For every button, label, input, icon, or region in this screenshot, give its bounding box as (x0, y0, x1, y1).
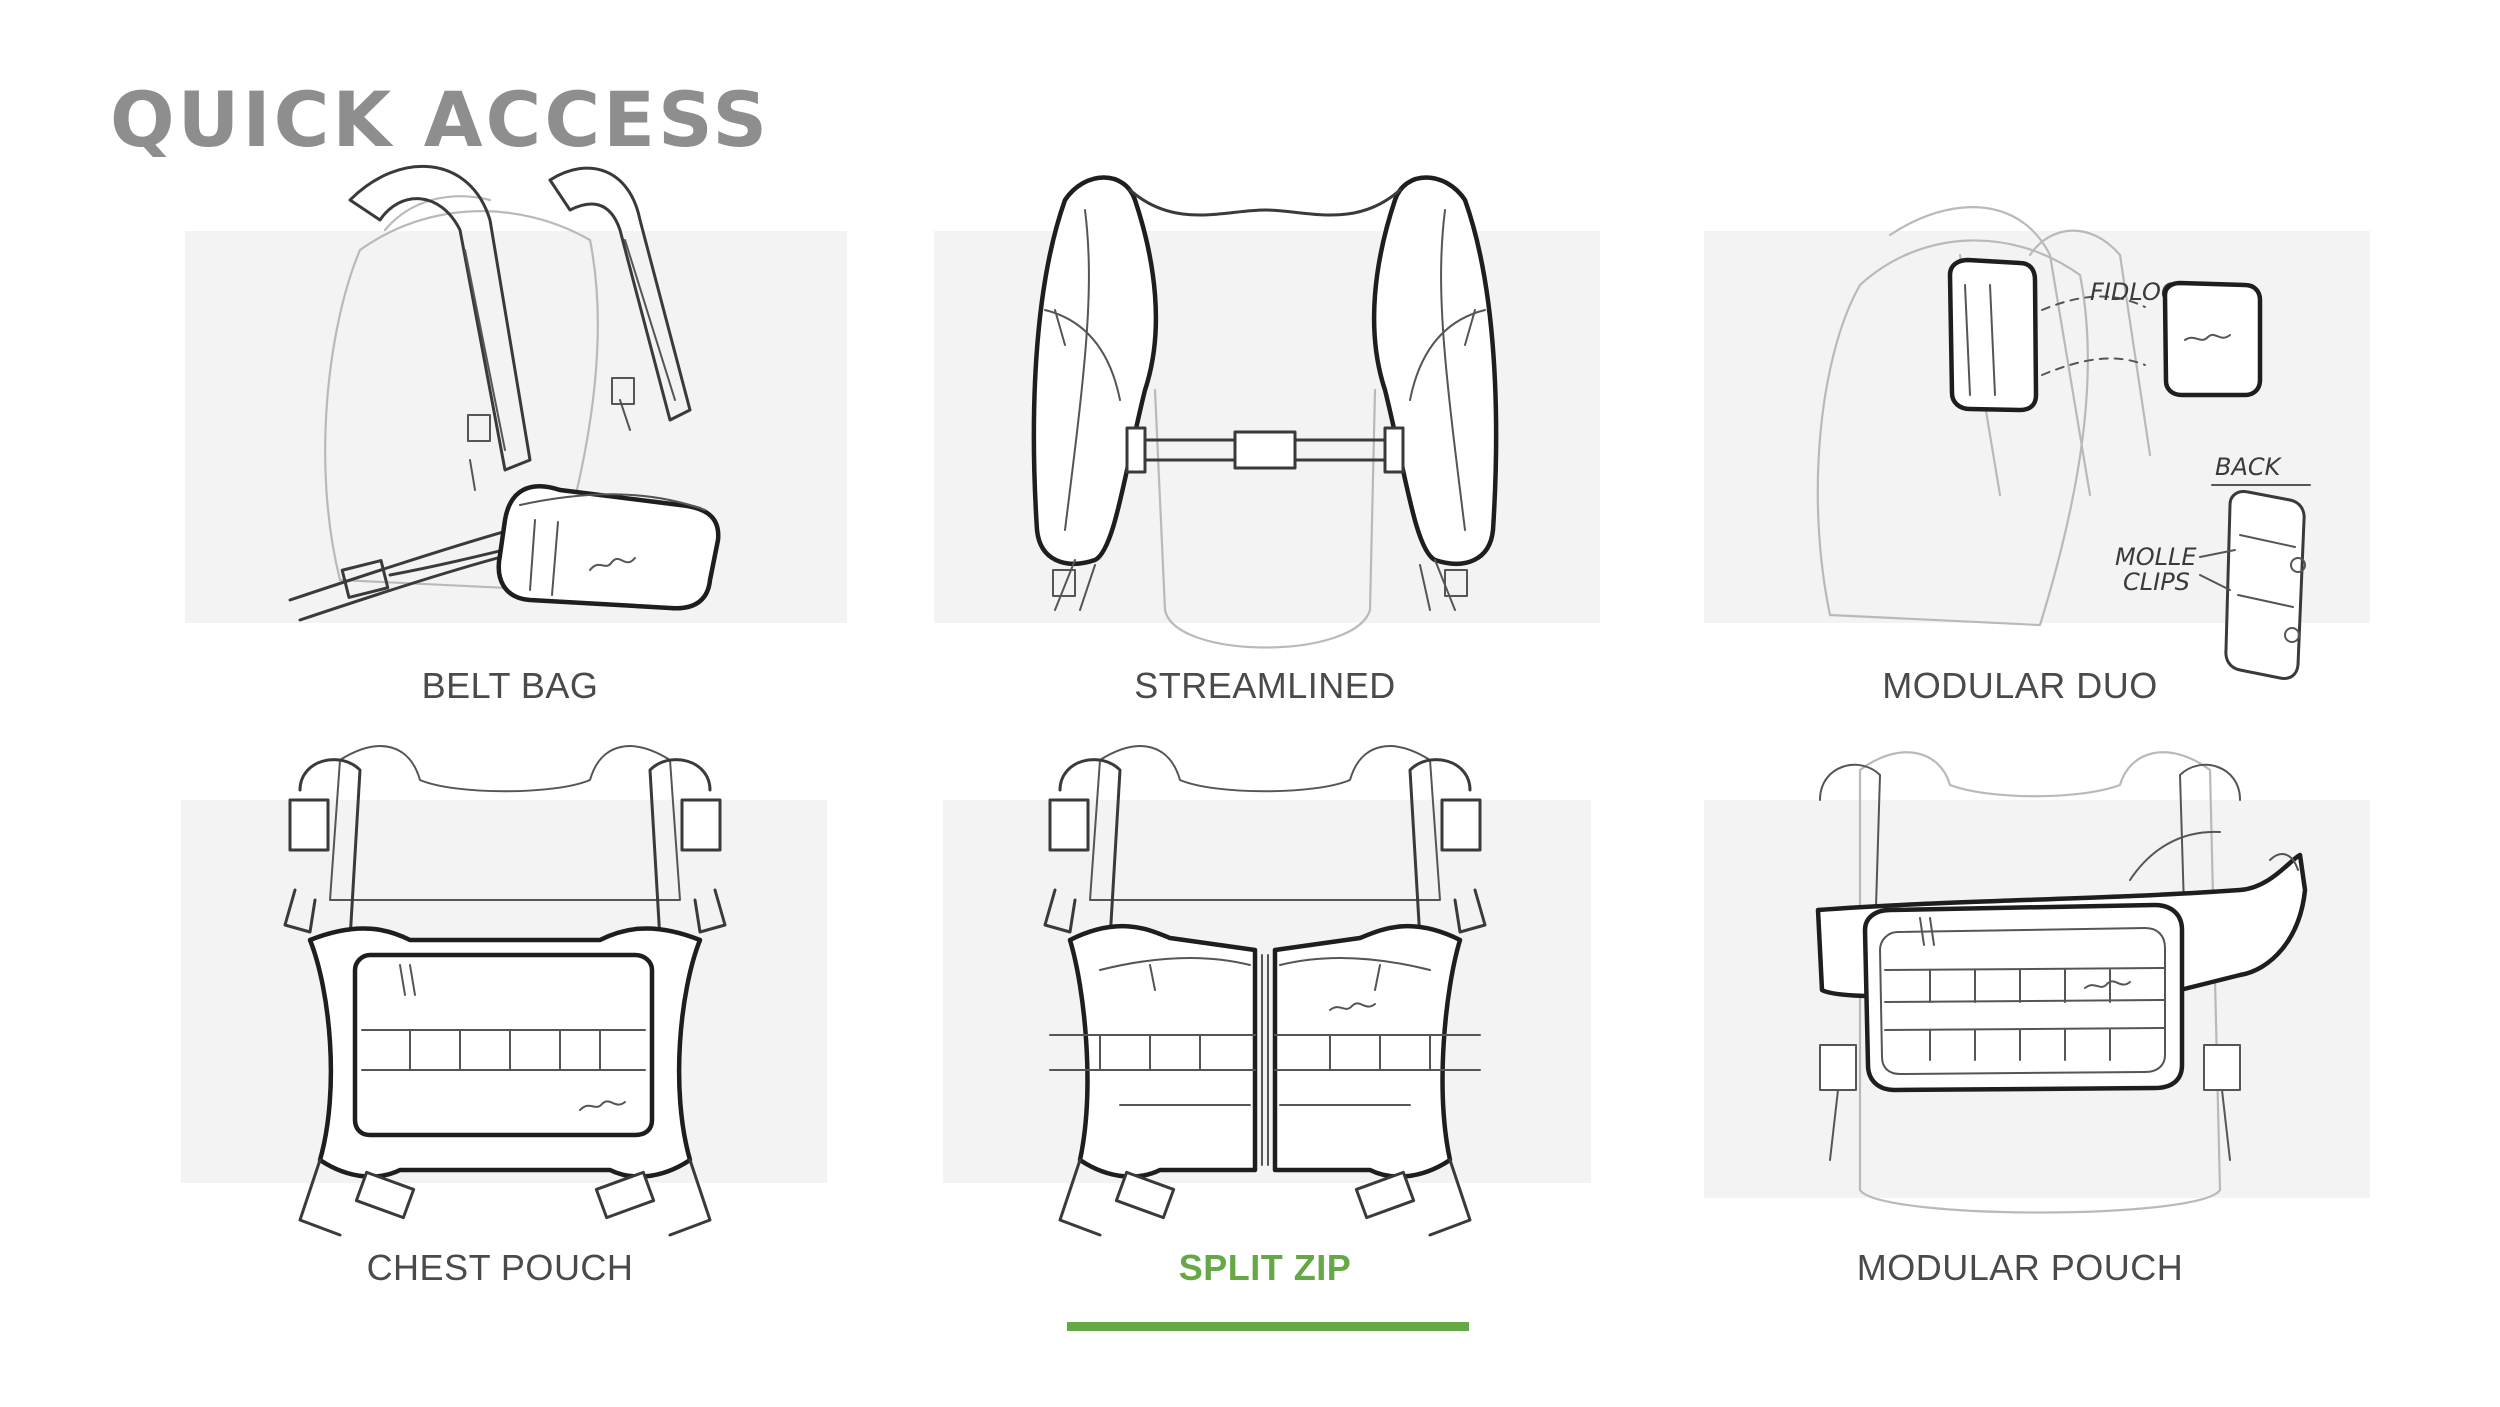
option-label-split-zip[interactable]: SPLIT ZIP (1178, 1247, 1352, 1288)
option-label-chest-pouch[interactable]: CHEST POUCH (366, 1247, 634, 1288)
option-label-streamlined[interactable]: STREAMLINED (1134, 665, 1396, 706)
split-zip-sketch (1043, 745, 1487, 1237)
modular-duo-sketch: FIDLOCK BACK MOLLE CLIPS (1816, 206, 2311, 680)
option-label-modular-duo[interactable]: MODULAR DUO (1882, 665, 2158, 706)
molle-note: MOLLE (2115, 543, 2197, 571)
modular-pouch-sketch (1815, 751, 2308, 1214)
clips-note: CLIPS (2123, 568, 2190, 596)
back-note: BACK (2215, 453, 2283, 481)
selected-indicator (1067, 1322, 1469, 1331)
streamlined-sketch (1031, 175, 1499, 649)
page-title: QUICK ACCESS (110, 75, 771, 164)
belt-bag-sketch (288, 164, 721, 622)
option-label-modular-pouch[interactable]: MODULAR POUCH (1856, 1247, 2184, 1288)
option-label-belt-bag[interactable]: BELT BAG (421, 665, 599, 706)
chest-pouch-sketch (283, 745, 727, 1237)
